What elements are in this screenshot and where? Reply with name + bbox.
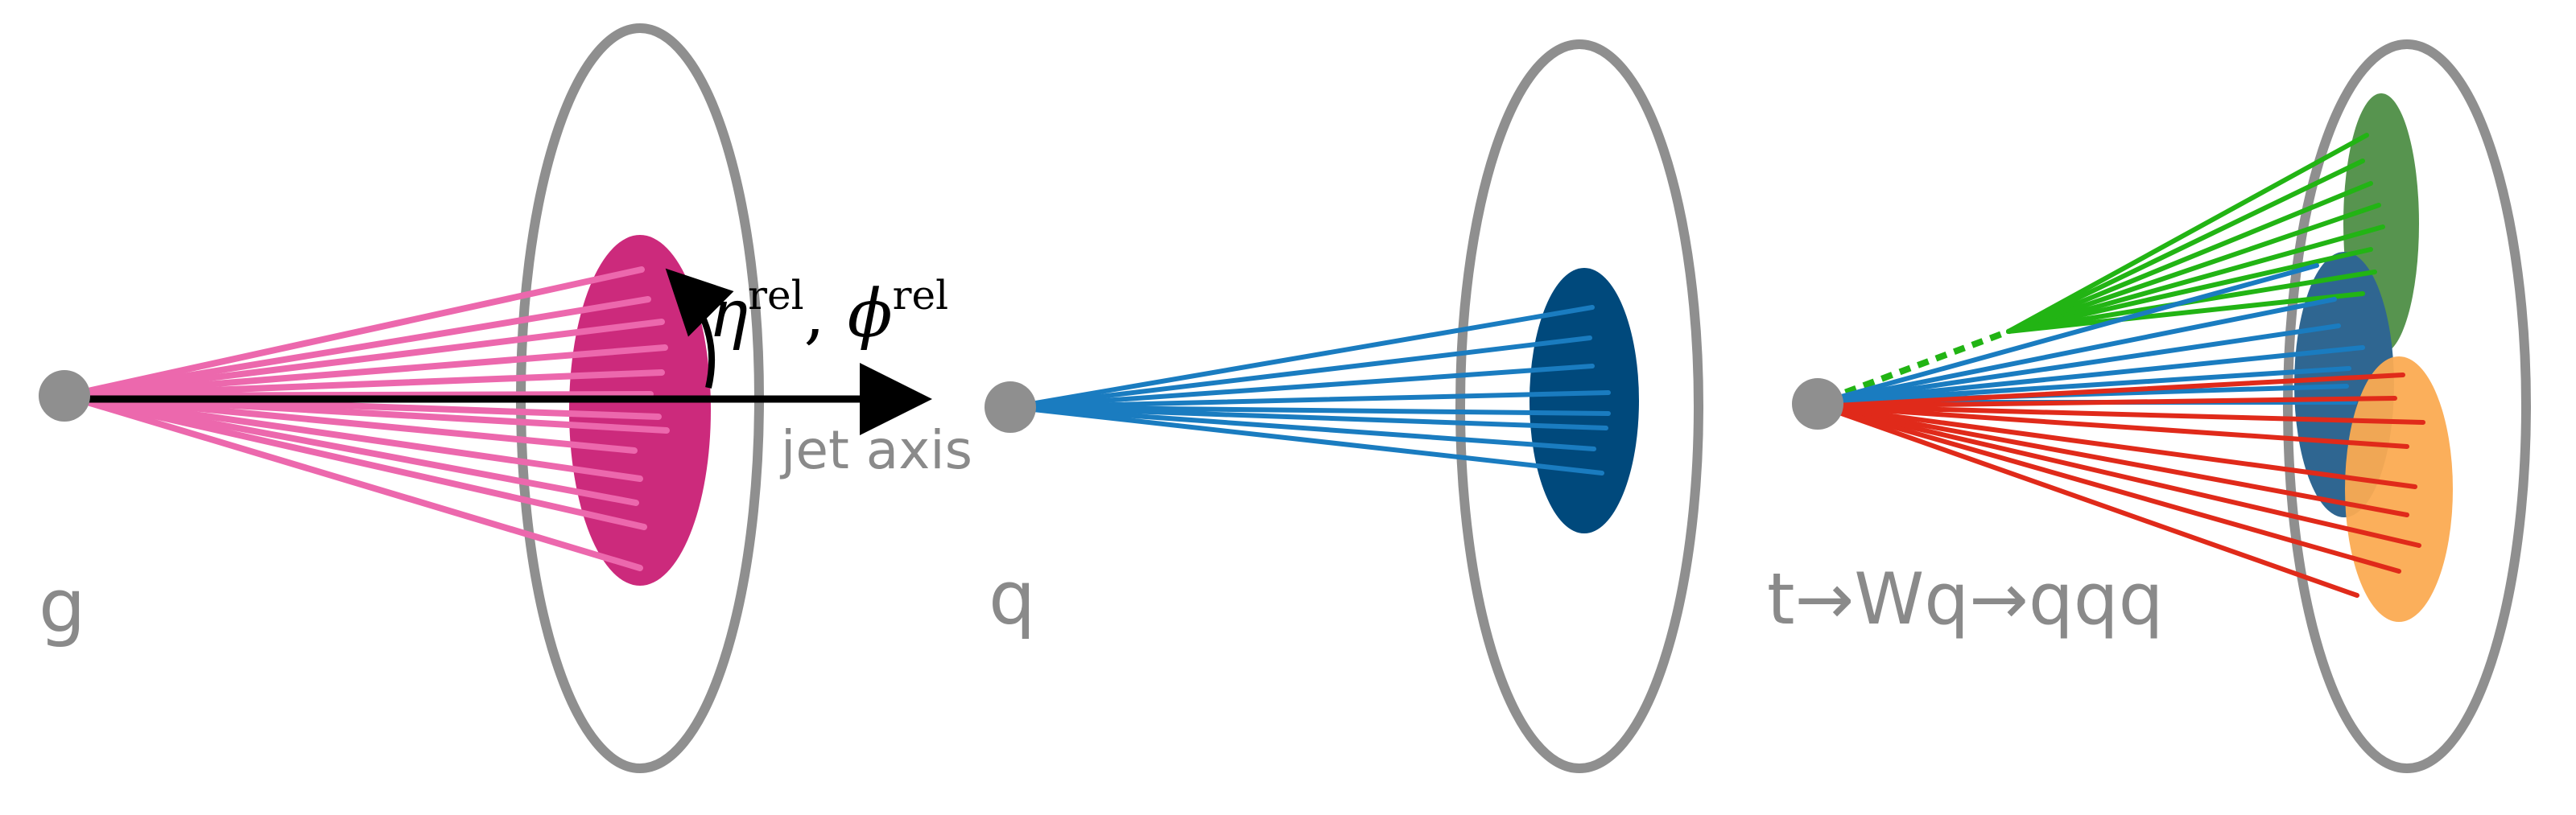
top-blue-particle-line [1818,366,2351,405]
gluon-particle-line [63,393,647,530]
top-green-particle-line [2006,224,2385,334]
top-red-particle-line [1818,404,2421,548]
top-blue-particle-line [1818,323,2341,405]
gluon-particle-line [63,393,643,571]
quark-origin-dot [985,381,1036,433]
gluon-particle-line [63,296,651,399]
gluon-particle-line [63,369,665,399]
rotation-arrow [665,268,734,389]
gluon-jet-panel: g ηrel,ϕrel jet axis [39,23,972,773]
jet-axis-label: jet axis [779,419,972,481]
top-green-particle-line [2006,291,2365,334]
quark-jet-panel: q [985,39,1703,773]
top-red-particle-line [1818,404,2401,574]
gluon-particle-line [63,393,638,454]
quark-particle-line [1009,335,1592,410]
top-green-particle-line [2006,158,2365,334]
top-orange-subjet-ellipse [2345,356,2453,622]
gluon-particle-line [63,393,639,506]
top-red-particle-line [1818,404,2409,449]
quark-particle-line [1009,390,1611,410]
gluon-particle-line [63,319,665,399]
top-origin-dot [1792,378,1843,430]
quark-particle-line [1009,405,1608,430]
top-red-particle-line [1818,404,2425,425]
top-blue-particle-line [1818,297,2337,405]
top-decay-label: t→Wq→qqq [1767,558,2163,640]
top-green-particle-line [2006,203,2381,334]
top-green-dashed-line [1826,328,2010,402]
quark-particle-line [1009,305,1595,410]
gluon-origin-dot [39,370,90,422]
quark-label: q [989,555,1035,641]
top-green-particle-line [2006,133,2369,334]
quark-particle-line [1009,405,1611,416]
gluon-particle-line [63,344,668,399]
phi-symbol: ϕ [848,276,893,352]
coord-separator: , [804,276,825,352]
top-red-particle-line [1818,404,2409,517]
top-outer-ring [2283,39,2531,773]
top-blue-particle-line [1818,263,2319,405]
phi-superscript: rel [893,272,948,319]
quark-particle-line [1009,405,1604,475]
top-green-particle-line [2006,247,2373,334]
eta-superscript: rel [748,272,803,319]
top-red-particle-lines [1818,373,2425,598]
eta-symbol: η [708,276,748,352]
quark-outer-ring [1455,39,1703,773]
relative-coordinates-label: ηrel,ϕrel [708,272,948,352]
quark-particle-line [1009,405,1596,451]
top-red-particle-line [1818,404,2359,598]
gluon-particle-line [63,266,645,399]
quark-particle-line [1009,364,1595,410]
top-red-particle-line [1818,396,2397,409]
gluon-label: g [39,563,85,649]
top-green-particle-line [2006,181,2373,334]
top-red-particle-line [1818,373,2405,409]
top-jet-panel: t→Wq→qqq [1767,39,2531,773]
gluon-particle-lines [63,266,670,571]
gluon-cone-ellipse [569,235,711,586]
quark-particle-lines [1009,305,1611,475]
gluon-particle-line [63,393,643,482]
top-blue-particle-line [1818,345,2365,405]
top-red-particle-line [1818,404,2417,489]
